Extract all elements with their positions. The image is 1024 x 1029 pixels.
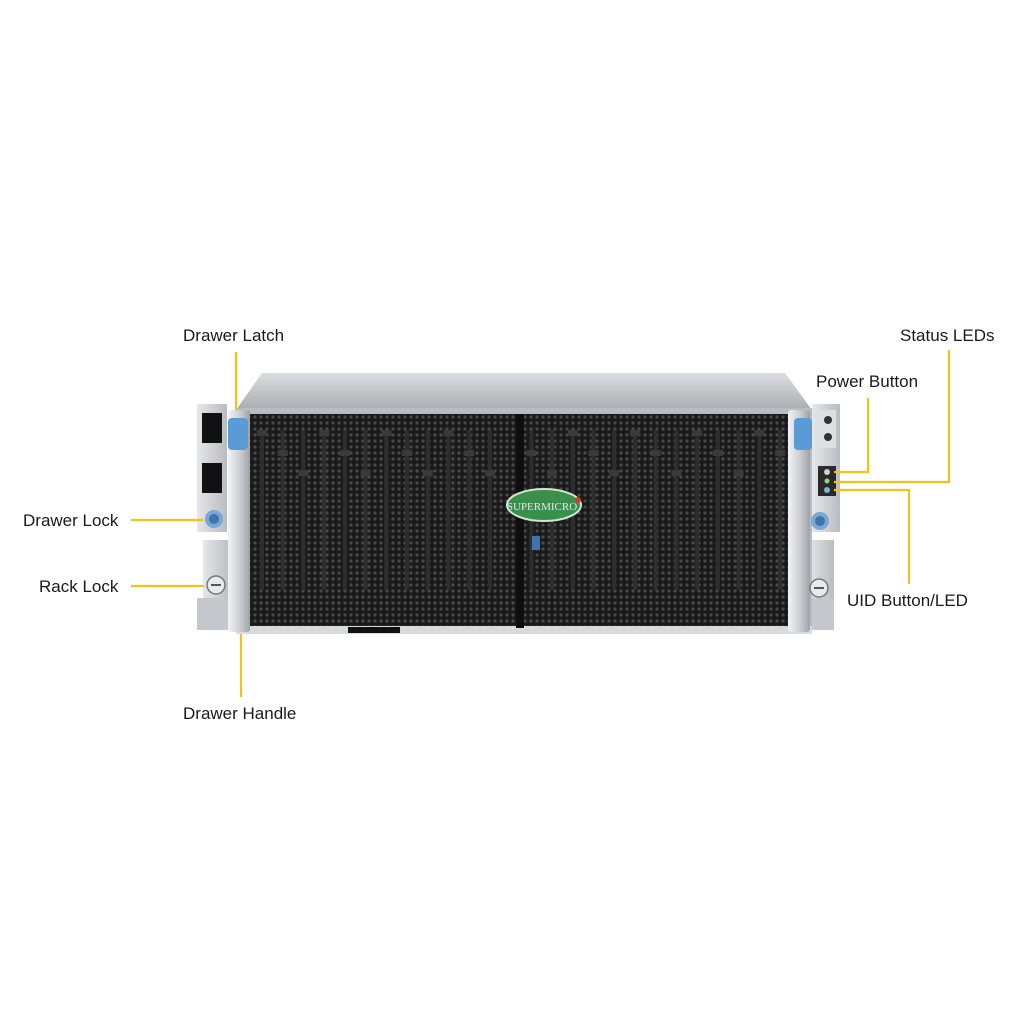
drive-bay-tab [567, 430, 578, 436]
drive-bay-tab [422, 470, 433, 476]
drive-bay-tab [277, 450, 288, 456]
drive-bay-handle [674, 430, 679, 590]
drive-bay-tab [754, 430, 765, 436]
callout-drawer-handle: Drawer Handle [183, 704, 297, 723]
drive-bay-handle [633, 430, 637, 590]
drive-bay-tab [630, 430, 640, 436]
drive-bay-handle [301, 430, 306, 590]
drawer-lock-left[interactable] [205, 510, 223, 528]
supermicro-logo: SUPERMICRO [506, 488, 582, 522]
drive-bay-tab [671, 470, 682, 476]
callout-status-leds: Status LEDs [900, 326, 995, 345]
drive-bay-tab [547, 470, 558, 476]
drive-bay-tab [339, 450, 350, 456]
drive-bay-handle [487, 430, 492, 590]
drive-bay-handle [715, 430, 720, 590]
leader-uid [834, 488, 911, 584]
callout-leader-lines [131, 350, 951, 697]
drive-bay-tab [298, 470, 309, 476]
drive-bay-tab [319, 430, 330, 436]
uid-button-led[interactable] [824, 487, 830, 493]
drive-bay-handle [591, 430, 596, 590]
drive-bay-tab [526, 450, 537, 456]
drive-bay-handle [446, 430, 451, 590]
drive-bay-tab [360, 470, 371, 476]
drive-bay-tab [381, 430, 392, 436]
center-indicator [532, 536, 540, 550]
drive-bay-handle [757, 430, 762, 590]
drive-bay-tab [464, 450, 475, 456]
drive-bay-tab [609, 470, 620, 476]
drive-bay-tab [712, 450, 723, 456]
drive-bay-handle [342, 430, 347, 590]
drive-bay-handle [778, 430, 782, 590]
drive-bay-handle [322, 430, 327, 590]
drawer-latch-right[interactable] [794, 418, 812, 450]
drive-bay-tab [257, 430, 267, 436]
drive-bay-tab [588, 450, 599, 456]
drive-bay-tab [484, 470, 495, 476]
drive-bay-handle [280, 430, 285, 590]
callout-power-button: Power Button [816, 372, 919, 391]
callout-drawer-latch: Drawer Latch [183, 326, 285, 345]
drive-bay-tab [402, 450, 412, 456]
power-button[interactable] [824, 469, 830, 475]
rack-lock-right[interactable] [809, 578, 829, 598]
drive-bay-handle [653, 430, 658, 590]
drive-bay-handle [260, 430, 264, 590]
drive-bay-handle [425, 430, 430, 590]
callout-rack-lock: Rack Lock [39, 577, 119, 596]
rack-lock-left[interactable] [206, 575, 226, 595]
drive-bay-handle [405, 430, 409, 590]
status-led [824, 478, 830, 484]
bottom-strip [236, 626, 812, 634]
drive-bay-handle [695, 430, 700, 590]
drive-bay-handle [363, 430, 368, 590]
leader-power-button [834, 398, 870, 474]
drive-bay-handle [384, 430, 389, 590]
drawer-handle-right[interactable] [788, 410, 810, 632]
drive-bay-handle [736, 430, 741, 590]
front-control-panel [818, 466, 836, 496]
drive-bay-tab [733, 470, 744, 476]
center-divider [516, 414, 524, 628]
left-rack-ear [197, 404, 233, 630]
drive-bay-tab [775, 450, 785, 456]
svg-text:SUPERMICRO: SUPERMICRO [507, 501, 577, 513]
leader-status-leds [834, 350, 951, 484]
drawer-handle-left[interactable] [228, 410, 250, 632]
callout-drawer-lock: Drawer Lock [23, 511, 119, 530]
bottom-pull-tab [348, 627, 400, 633]
drive-bay-tab [692, 430, 703, 436]
drive-bay-handle [467, 430, 472, 590]
chassis-top-lid [236, 373, 812, 410]
drive-bay-handle [612, 430, 617, 590]
drive-bay-tab [443, 430, 454, 436]
drawer-lock-right[interactable] [811, 512, 829, 530]
callout-uid-button-led: UID Button/LED [847, 591, 968, 610]
drawer-latch-left[interactable] [228, 418, 248, 450]
drive-bay-tab [650, 450, 661, 456]
